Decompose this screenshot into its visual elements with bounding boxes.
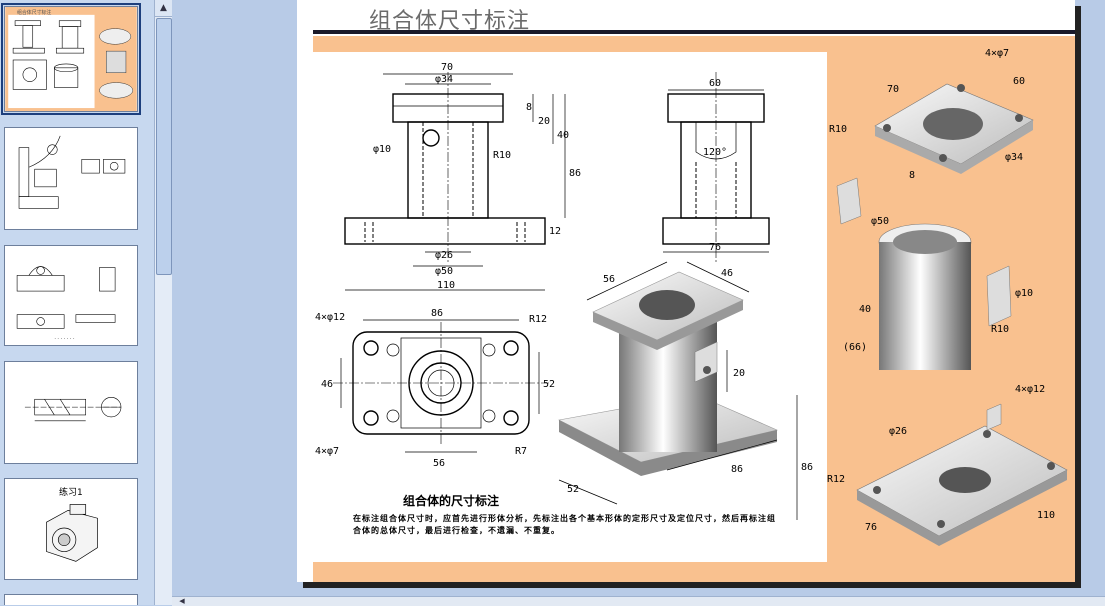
slide-thumbnail-1[interactable]: 组合体尺寸标注 [1, 3, 141, 115]
dim-part-4xphi12: 4×φ12 [1015, 384, 1045, 395]
drawing-caption-body: 在标注组合体尺寸时，应首先进行形体分析，先标注出各个基本形体的定形尺寸及定位尺寸… [353, 513, 776, 535]
dim-front-phi34: φ34 [435, 74, 453, 85]
dim-top-86: 86 [431, 308, 443, 319]
dim-front-r10: R10 [493, 150, 511, 161]
slide-thumbnail-3[interactable]: · · · · · · · [4, 245, 138, 346]
dim-top-r7: R7 [515, 446, 527, 457]
dim-iso-20: 20 [733, 368, 745, 379]
dim-top-56: 56 [433, 458, 445, 469]
orthographic-views-drawing: 70 φ34 8 20 40 86 φ10 R10 12 φ26 φ50 110 [315, 62, 770, 469]
dim-iso-86-depth: 86 [731, 464, 743, 475]
dim-part-phi34: φ34 [1005, 152, 1023, 163]
dim-side-76: 76 [709, 242, 721, 253]
slide-thumbnail-4[interactable] [4, 361, 138, 464]
scrollbar-thumb[interactable] [156, 18, 172, 275]
dim-side-60: 60 [709, 78, 721, 89]
slide-thumbnail-6[interactable] [4, 594, 138, 605]
dim-front-70: 70 [441, 62, 453, 73]
scroll-up-arrow-icon[interactable]: ▲ [155, 0, 172, 17]
isometric-exploded-parts: 4×φ7 70 60 R10 φ34 8 φ50 40 (66) φ10 R10… [827, 48, 1068, 546]
thumb-1-title: 组合体尺寸标注 [17, 9, 51, 16]
dim-iso-52: 52 [567, 484, 579, 495]
dim-top-46: 46 [321, 379, 333, 390]
isometric-views: 56 46 20 86 86 52 4×φ7 7 [558, 48, 1068, 546]
slide-thumbnail-5[interactable]: 练习1 [4, 478, 138, 580]
dim-part-60: 60 [1013, 76, 1025, 87]
dim-part-4xphi7: 4×φ7 [985, 48, 1009, 59]
dim-part-phi50: φ50 [871, 216, 889, 227]
isometric-main-part: 56 46 20 86 86 52 [558, 261, 813, 520]
dim-part-r10: R10 [829, 124, 847, 135]
svg-text:· · · · · · ·: · · · · · · · [54, 336, 75, 342]
slide-thumbnail-pane: 组合体尺寸标注 [0, 0, 158, 605]
dim-part-r10-boss: R10 [991, 324, 1009, 335]
dim-iso-46: 46 [721, 268, 733, 279]
dim-front-110: 110 [437, 280, 455, 291]
dim-iso-76: 76 [865, 522, 877, 533]
top-view: 86 4×φ12 R12 46 52 4×φ7 56 R7 [315, 308, 555, 469]
dim-front-phi10: φ10 [373, 144, 391, 155]
dim-front-phi50: φ50 [435, 266, 453, 277]
dim-front-86: 86 [569, 168, 581, 179]
slide-thumbnail-2[interactable] [4, 127, 138, 230]
dim-part-phi10: φ10 [1015, 288, 1033, 299]
dim-top-4xphi7: 4×φ7 [315, 446, 339, 457]
dim-iso-r12: R12 [827, 474, 845, 485]
scroll-left-arrow-icon[interactable]: ◀ [179, 597, 185, 605]
dim-part-40: 40 [859, 304, 871, 315]
dim-part-66: (66) [843, 342, 867, 353]
dim-part-70: 70 [887, 84, 899, 95]
dim-iso-56: 56 [603, 274, 615, 285]
title-divider [313, 30, 1075, 34]
dim-part-phi26: φ26 [889, 426, 907, 437]
drawing-caption-title: 组合体的尺寸标注 [403, 494, 500, 508]
dim-front-40: 40 [557, 130, 569, 141]
side-view: 60 120° 76 [662, 72, 770, 264]
dim-top-4xphi12: 4×φ12 [315, 312, 345, 323]
front-view: 70 φ34 8 20 40 86 φ10 R10 12 φ26 φ50 110 [344, 62, 581, 291]
slide-canvas[interactable]: 组合体尺寸标注 [297, 0, 1075, 582]
dim-front-8: 8 [526, 102, 532, 113]
thumb-5-label: 练习1 [59, 488, 83, 498]
dim-part-8: 8 [909, 170, 915, 181]
dim-top-52: 52 [543, 379, 555, 390]
dim-front-20: 20 [538, 116, 550, 127]
dim-iso-110: 110 [1037, 510, 1055, 521]
dim-top-r12: R12 [529, 314, 547, 325]
thumbnail-scrollbar[interactable]: ▲ [154, 0, 172, 605]
horizontal-scrollbar[interactable]: ◀ [172, 596, 1105, 606]
slide-title[interactable]: 组合体尺寸标注 [369, 9, 531, 34]
dim-iso-86-height: 86 [801, 462, 813, 473]
dim-front-12: 12 [549, 226, 561, 237]
dim-front-phi26: φ26 [435, 250, 453, 261]
dim-side-120deg: 120° [703, 147, 727, 158]
